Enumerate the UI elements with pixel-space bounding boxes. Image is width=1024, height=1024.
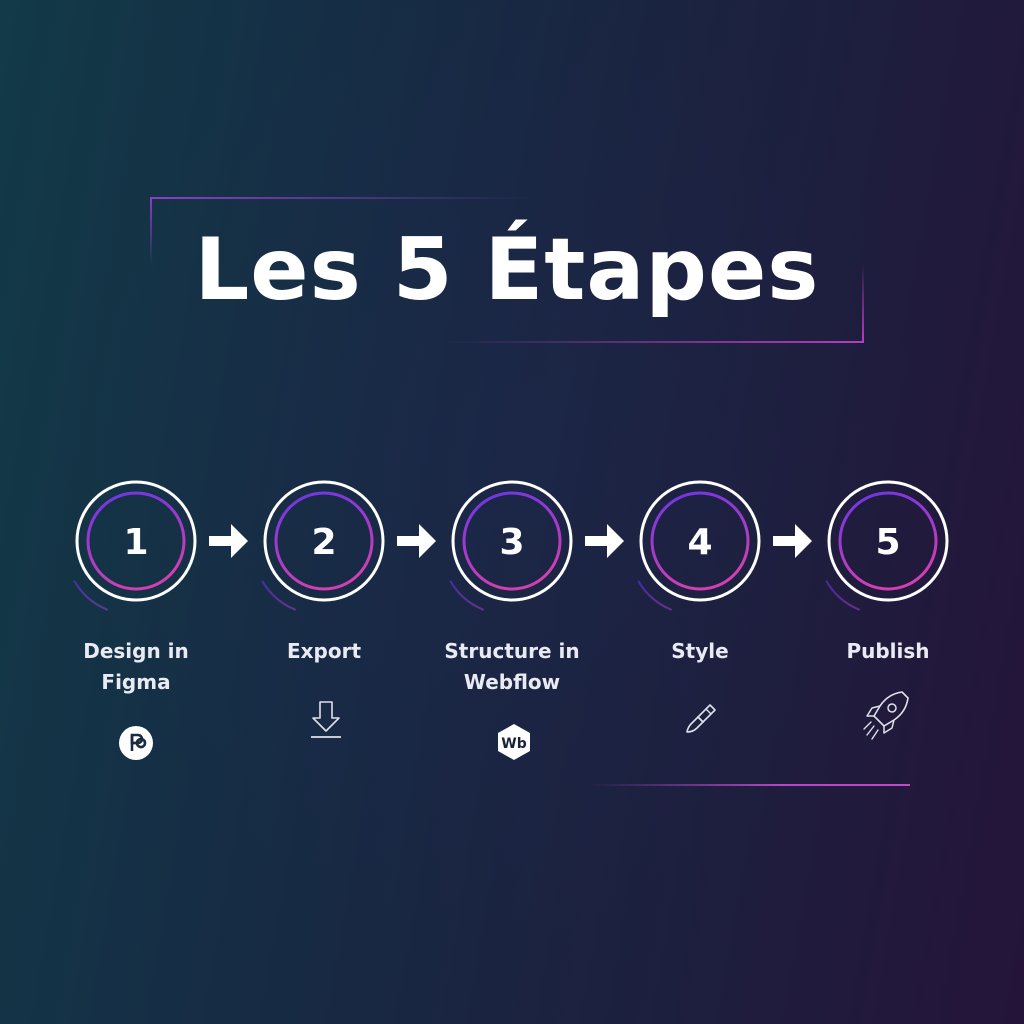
arrow-4-to-5 <box>773 524 812 558</box>
webflow-badge-text: Wb <box>501 736 526 752</box>
step-3-glow-arc <box>449 580 484 611</box>
step-2-inner-ring <box>274 491 374 591</box>
step-2-outer-ring <box>263 480 385 602</box>
step-4-number: 4 <box>687 522 712 563</box>
step-3-inner-ring <box>462 491 562 591</box>
title-frame <box>150 197 864 343</box>
step-5-glow-arc <box>825 580 860 611</box>
step-4-inner-ring <box>650 491 750 591</box>
step-2-number: 2 <box>311 522 336 563</box>
step-arrows <box>209 524 812 558</box>
step-3-label: Structure in Webflow <box>444 639 580 694</box>
step-1-inner-ring <box>86 491 186 591</box>
step-1-node: 1 <box>73 480 197 611</box>
arrow-2-to-3 <box>397 524 436 558</box>
webflow-icon: Wb <box>494 722 534 762</box>
step-5-number: 5 <box>875 522 900 563</box>
step-5-outer-ring <box>827 480 949 602</box>
step-5-label: Publish <box>846 639 930 663</box>
bottom-accent-line <box>590 784 910 786</box>
step-1-glow-arc <box>73 580 108 611</box>
arrow-1-to-2 <box>209 524 248 558</box>
step-1-outer-ring <box>75 480 197 602</box>
figma-icon <box>117 724 155 762</box>
download-icon <box>306 698 346 740</box>
step-2-label: Export <box>286 639 362 663</box>
step-4-label: Style <box>671 639 729 663</box>
step-4-node: 4 <box>637 480 761 611</box>
step-3-number: 3 <box>499 522 524 563</box>
title-frame-left-edge <box>150 197 152 267</box>
step-4-outer-ring <box>639 480 761 602</box>
rocket-icon <box>862 688 912 744</box>
title-frame-top-edge <box>150 197 530 199</box>
step-5-node: 5 <box>825 480 949 611</box>
step-4-glow-arc <box>637 580 672 611</box>
step-3-node: 3 <box>449 480 573 611</box>
step-5-inner-ring <box>838 491 938 591</box>
step-3-outer-ring <box>451 480 573 602</box>
step-2-glow-arc <box>261 580 296 611</box>
page-title: Les 5 Étapes <box>194 220 820 320</box>
title-frame-right-edge <box>862 263 864 343</box>
step-2-node: 2 <box>261 480 385 611</box>
step-1-number: 1 <box>123 522 148 563</box>
step-1-label: Design in Figma <box>83 639 189 694</box>
title-frame-bottom-edge <box>444 341 864 343</box>
brush-icon <box>680 700 720 740</box>
step-circles: 1 2 3 4 5 <box>73 480 949 611</box>
arrow-3-to-4 <box>585 524 624 558</box>
